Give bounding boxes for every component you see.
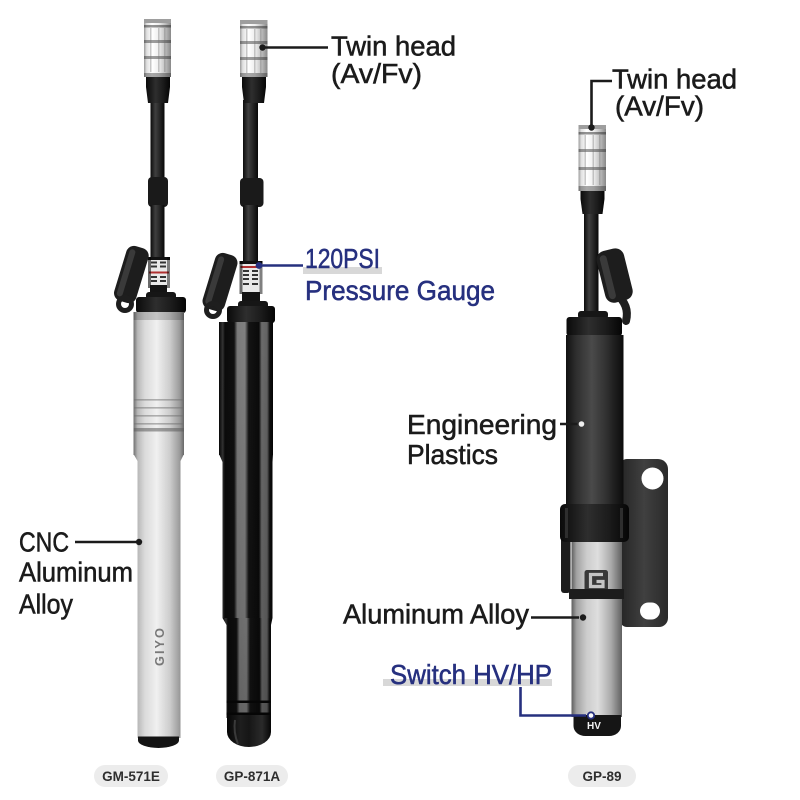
svg-text:120PSI: 120PSI <box>305 243 380 274</box>
svg-text:HV: HV <box>587 721 601 732</box>
svg-text:Plastics: Plastics <box>407 439 498 470</box>
svg-text:GP-871A: GP-871A <box>224 769 281 784</box>
svg-text:Engineering: Engineering <box>407 409 557 440</box>
svg-text:GM-571E: GM-571E <box>102 769 160 784</box>
svg-text:Pressure Gauge: Pressure Gauge <box>305 275 495 306</box>
svg-text:Alloy: Alloy <box>19 589 73 620</box>
svg-text:CNC: CNC <box>19 527 69 558</box>
svg-text:Switch HV/HP: Switch HV/HP <box>390 659 552 690</box>
svg-text:Aluminum: Aluminum <box>19 557 133 588</box>
svg-text:GIYO: GIYO <box>153 626 167 666</box>
svg-text:Aluminum Alloy: Aluminum Alloy <box>343 599 529 630</box>
svg-text:Twin head: Twin head <box>612 64 737 95</box>
svg-text:(Av/Fv): (Av/Fv) <box>615 91 704 122</box>
svg-text:GP-89: GP-89 <box>582 769 621 784</box>
svg-text:(Av/Fv): (Av/Fv) <box>331 58 422 89</box>
svg-text:Twin head: Twin head <box>331 31 456 62</box>
